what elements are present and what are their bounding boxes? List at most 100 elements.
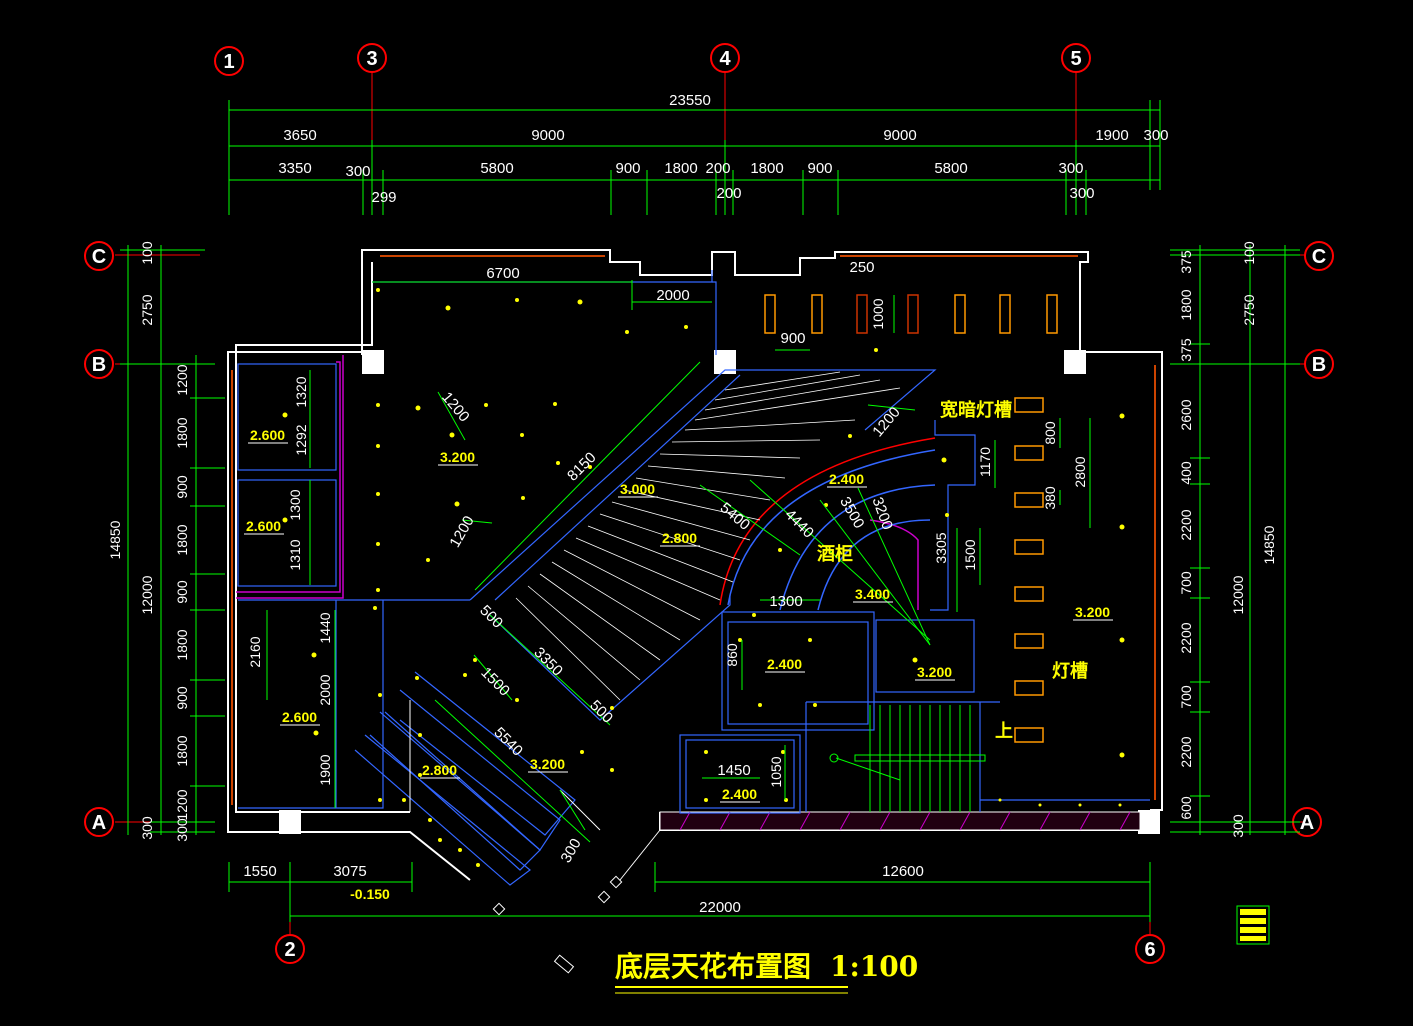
dim-label: 14850 [107,520,123,559]
dim-label: 1800 [174,735,190,766]
dim-label: 1200 [174,364,190,395]
magenta-trims [236,355,919,610]
ramp-hatch [515,371,901,701]
dim-label: 2600 [1178,399,1194,430]
interior-dim: 500 [586,697,616,727]
axis-bubbles [84,43,1334,964]
dim-label: 12000 [139,575,155,614]
axis-bubble-left-C [84,241,114,271]
entrance-steps [354,671,576,886]
dim-label: 1800 [174,629,190,660]
dim-label: 3350 [278,160,311,177]
level-mark: 2.800 [422,762,457,778]
dim-label: 1800 [664,160,697,177]
axis-label: C [1312,246,1326,268]
light-troughs [764,294,1058,743]
level-mark: 3.000 [620,481,655,497]
interior-dim: 1050 [768,756,784,787]
axis-bubble-right-B [1304,349,1334,379]
level-mark: -0.150 [350,886,390,902]
interior-dim-lines [266,280,1091,843]
interior-dim: 1300 [769,593,802,610]
dim-label: 400 [1178,461,1194,485]
interior-dim: 3200 [869,495,896,532]
dim-label: 2200 [1178,622,1194,653]
axis-label: B [92,354,106,376]
dim-label: 2200 [1178,736,1194,767]
dim-label: 900 [807,160,832,177]
dim-label: 1800 [174,417,190,448]
label-trough: 灯槽 [1052,660,1088,682]
dim-label: 100 [1241,241,1257,265]
dim-label: 1200 [174,789,190,820]
axis-label: 6 [1144,939,1155,961]
left-dimensions [120,245,225,835]
window-strips [231,255,1156,805]
dim-label: 3650 [283,127,316,144]
axis-label: 4 [719,48,731,70]
axis-label: 5 [1070,48,1081,70]
bottom-dimensions [228,862,1151,922]
axis-bubble-top-4 [710,43,740,73]
dim-label: 2200 [1178,509,1194,540]
dim-label: 1900 [1095,127,1128,144]
dim-label: 700 [1178,685,1194,709]
level-mark: 2.600 [246,518,281,534]
interior-dim: 3350 [530,644,566,680]
dim-label: 5800 [480,160,513,177]
label-wide-trough: 宽暗灯槽 [940,399,1012,421]
top-dimensions [228,100,1161,215]
level-mark: 2.600 [282,709,317,725]
interior-dim: 800 [1042,421,1058,445]
entrance-frames [409,700,661,974]
dim-label: 3075 [333,863,366,880]
downlights [282,288,1125,867]
dim-label: 14850 [1261,525,1277,564]
axis-bubble-left-A [84,807,114,837]
axis-bubble-top-1 [214,46,244,76]
right-dimensions [1170,245,1300,835]
axis-bubble-bottom-2 [275,934,305,964]
axis-bubble-top-3 [357,43,387,73]
interior-dim: 1200 [869,404,903,440]
room-labels: 宽暗灯槽 灯槽 酒柜 上 [817,399,1088,742]
drawing-scale: 1:100 [830,950,918,983]
level-texts: 2.600 2.600 2.600 3.200 3.000 2.800 2.80… [246,427,1110,802]
axis-label: 2 [284,939,295,961]
interior-dim: 1450 [717,762,750,779]
axis-bubble-right-C [1304,241,1334,271]
dim-label: 2750 [1241,294,1257,325]
dim-label: 2750 [139,294,155,325]
interior-dim: 860 [724,643,740,667]
level-mark: 3.400 [855,586,890,602]
dim-label: 12600 [882,863,924,880]
axis-label: 3 [366,48,377,70]
interior-dim: 1170 [977,447,993,477]
level-mark: 2.800 [662,530,697,546]
dim-label: 900 [174,580,190,604]
dim-label: 100 [139,241,155,265]
interior-dim: 1500 [962,539,978,570]
level-marks [244,442,1113,803]
label-up: 上 [995,721,1013,742]
interior-dim: 1310 [287,539,303,570]
dim-label: 12000 [1230,575,1246,614]
level-mark: 3.200 [530,756,565,772]
dim-label: 1800 [750,160,783,177]
interior-dim: 900 [780,330,805,347]
interior-dim: 2800 [1072,456,1088,487]
interior-dim: 2000 [317,674,333,705]
axis-label: A [1300,812,1314,834]
interior-dim: 6700 [486,265,519,282]
level-mark: 2.600 [250,427,285,443]
interior-dim: 5540 [490,724,526,760]
level-mark: 3.200 [440,449,475,465]
dim-label: 1800 [1178,289,1194,320]
interior-dim: 5400 [717,499,753,533]
dim-total-top: 23550 [669,92,711,109]
dim-label: 300 [345,163,370,180]
dim-label: 300 [174,818,190,842]
interior-dim: 500 [476,602,506,632]
interior-dim: 4440 [781,506,817,542]
legend-icon [1236,905,1270,945]
